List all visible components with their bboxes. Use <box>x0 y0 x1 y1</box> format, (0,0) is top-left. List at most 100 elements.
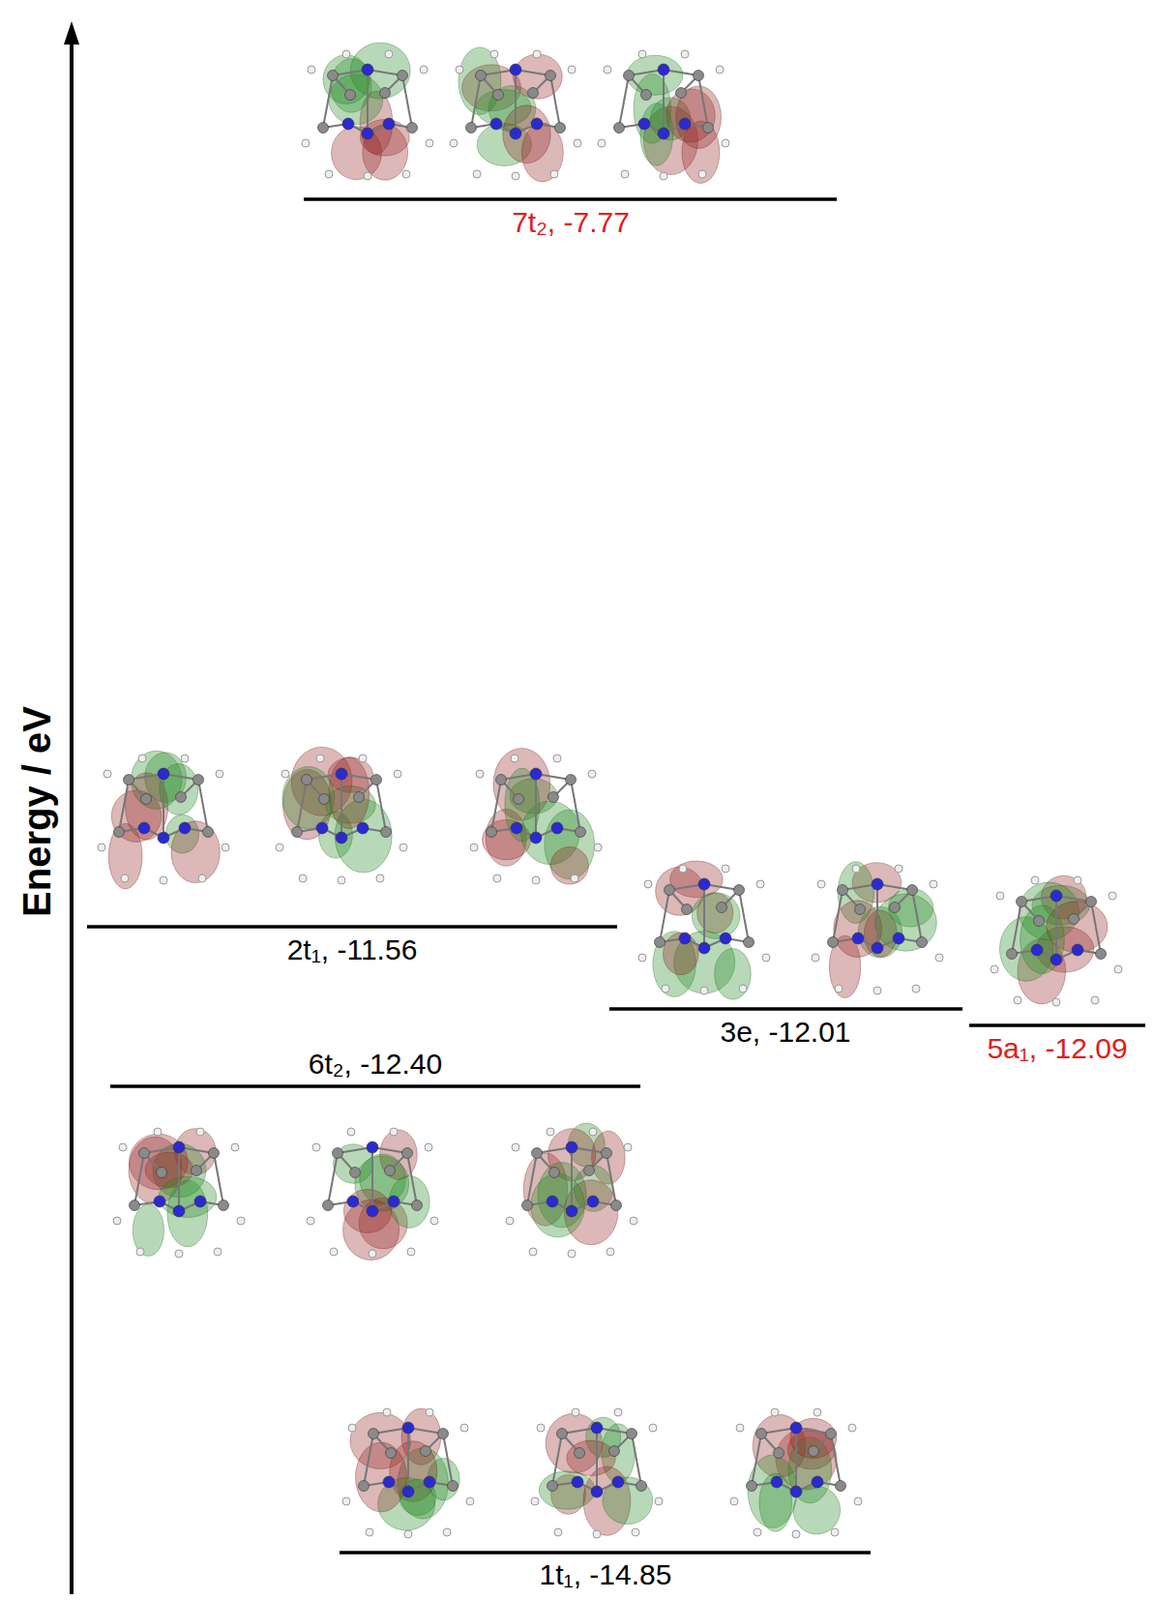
atom <box>575 827 587 838</box>
orbital-lobe <box>550 846 589 885</box>
bond <box>552 1433 563 1486</box>
atom <box>383 1476 395 1488</box>
atom <box>420 1446 432 1457</box>
atom <box>889 902 901 914</box>
hydrogen-atom <box>817 880 826 888</box>
hydrogen-atom <box>113 1216 121 1225</box>
axis-arrowhead <box>63 21 80 45</box>
hydrogen-atom <box>466 1497 474 1506</box>
atom <box>371 774 383 786</box>
atom <box>743 937 755 948</box>
atom <box>380 88 391 99</box>
hydrogen-atom <box>730 1497 739 1506</box>
atom <box>852 932 864 945</box>
bond <box>514 69 517 134</box>
atom <box>194 1195 207 1208</box>
hydrogen-atom <box>603 65 612 74</box>
hydrogen-atom <box>281 769 290 778</box>
hydrogen-atom <box>348 1423 356 1432</box>
bond <box>619 75 629 128</box>
hydrogen-atom <box>606 1247 615 1256</box>
bond <box>376 779 386 832</box>
hydrogen-atom <box>996 891 1005 900</box>
atom <box>1006 948 1018 960</box>
hydrogen-atom <box>588 769 596 778</box>
bond <box>1055 895 1058 960</box>
atom <box>173 1141 185 1154</box>
atom <box>475 70 487 82</box>
atom <box>591 1485 603 1498</box>
hydrogen-atom <box>301 139 310 148</box>
hydrogen-atom <box>358 754 367 763</box>
atom <box>698 878 711 890</box>
atom <box>129 1200 141 1212</box>
hydrogen-atom <box>1031 876 1039 885</box>
atom <box>790 1485 802 1498</box>
orbital-picture <box>275 746 408 885</box>
hydrogen-atom <box>770 1408 779 1417</box>
bond <box>830 1433 841 1486</box>
atom <box>1016 896 1028 908</box>
atom <box>358 1480 370 1492</box>
energy-level <box>87 924 618 929</box>
orbital-picture <box>505 1123 638 1258</box>
hydrogen-atom <box>342 50 351 59</box>
orbital-lobe <box>790 1418 837 1458</box>
atom <box>574 1448 586 1459</box>
atom <box>366 1205 379 1217</box>
hydrogen-atom <box>721 139 730 148</box>
hydrogen-atom <box>337 876 346 885</box>
atom <box>557 1428 568 1440</box>
atom <box>384 1165 396 1177</box>
bond <box>443 1433 453 1486</box>
atom <box>638 118 651 130</box>
atom <box>486 827 498 838</box>
atom <box>545 70 557 82</box>
bond <box>739 889 749 943</box>
atom <box>773 1448 785 1459</box>
atom <box>719 932 732 945</box>
atom <box>531 118 543 130</box>
hydrogen-atom <box>236 1216 245 1225</box>
hydrogen-atom <box>120 874 129 883</box>
hydrogen-atom <box>929 880 938 888</box>
atom <box>381 827 392 838</box>
bond <box>366 69 369 134</box>
hydrogen-atom <box>407 1247 415 1256</box>
hydrogen-atom <box>1013 996 1022 1005</box>
hydrogen-atom <box>638 953 647 962</box>
hydrogen-atom <box>511 172 520 180</box>
atom <box>676 88 687 99</box>
hydrogen-atom <box>894 864 903 873</box>
hydrogen-atom <box>852 864 860 873</box>
hydrogen-atom <box>153 1127 162 1136</box>
atom <box>623 70 635 82</box>
hydrogen-atom <box>531 1497 539 1506</box>
energy-axis <box>69 38 74 1595</box>
atom <box>601 1148 613 1159</box>
atom <box>679 118 691 130</box>
bond <box>550 75 561 128</box>
atom <box>342 118 355 130</box>
atom <box>790 1421 802 1434</box>
atom <box>138 822 150 834</box>
hydrogen-atom <box>275 843 284 852</box>
hydrogen-atom <box>854 1497 862 1506</box>
hydrogen-atom <box>298 874 307 883</box>
atom <box>1086 896 1097 908</box>
atom <box>141 794 152 805</box>
hydrogen-atom <box>811 953 820 962</box>
bond <box>876 884 879 948</box>
hydrogen-atom <box>698 170 707 178</box>
atom <box>319 794 330 805</box>
hydrogen-atom <box>532 876 540 885</box>
hydrogen-atom <box>592 1530 601 1539</box>
level-label: 6t₂, -12.40 <box>308 1047 443 1080</box>
hydrogen-atom <box>215 769 224 778</box>
bond <box>631 1433 642 1486</box>
bond <box>570 1147 573 1212</box>
hydrogen-atom <box>404 1530 413 1539</box>
atom <box>368 1428 380 1440</box>
orbital-lobe <box>513 54 563 99</box>
hydrogen-atom <box>1052 998 1061 1007</box>
